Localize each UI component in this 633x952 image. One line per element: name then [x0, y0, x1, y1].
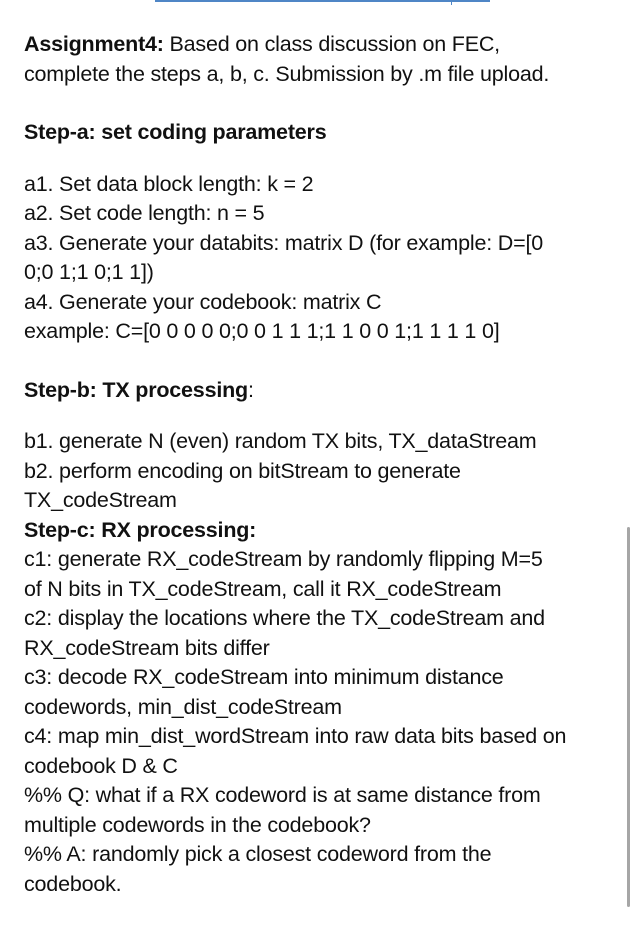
- assignment-title: Assignment4:: [24, 32, 164, 56]
- step-c-line: codebook.: [24, 871, 122, 896]
- assignment-document: Assignment4: Based on class discussion o…: [24, 30, 614, 899]
- step-b-line: b2. perform encoding on bitStream to gen…: [24, 458, 461, 483]
- step-a-line: example: C=[0 0 0 0 0;0 0 1 1 1;1 1 0 0 …: [24, 319, 500, 343]
- step-c-heading: Step-c: RX processing:: [24, 517, 257, 542]
- top-divider-tick: [451, 0, 452, 5]
- step-a-line: a3. Generate your databits: matrix D (fo…: [24, 230, 543, 255]
- top-divider: [155, 0, 490, 2]
- step-c-line: c3: decode RX_codeStream into minimum di…: [24, 665, 504, 689]
- step-b-heading: Step-b: TX processing: [24, 377, 248, 402]
- step-c-line: codebook D & C: [24, 753, 178, 778]
- step-a-line: a2. Set code length: n = 5: [24, 201, 265, 225]
- step-c-line: c1: generate RX_codeStream by randomly f…: [24, 547, 543, 571]
- step-c-line: codewords, min_dist_codeStream: [24, 694, 342, 719]
- step-a-line: a1. Set data block length: k = 2: [24, 171, 314, 196]
- step-b-line: TX_codeStream: [24, 488, 177, 512]
- assignment-intro-line-2: complete the steps a, b, c. Submission b…: [24, 61, 550, 86]
- step-c-line: %% Q: what if a RX codeword is at same d…: [24, 783, 541, 807]
- step-c-line: c2: display the locations where the TX_c…: [24, 606, 545, 630]
- step-c-line: %% A: randomly pick a closest codeword f…: [24, 842, 492, 866]
- step-b-heading-line: Step-b: TX processing:: [24, 376, 614, 406]
- step-b-line: b1. generate N (even) random TX bits, TX…: [24, 429, 537, 453]
- step-c-line: of N bits in TX_codeStream, call it RX_c…: [24, 576, 502, 601]
- step-a-line: a4. Generate your codebook: matrix C: [24, 289, 382, 314]
- step-a-heading: Step-a: set coding parameters: [24, 120, 327, 144]
- vertical-scrollbar[interactable]: [627, 527, 630, 907]
- assignment-intro-line-1: Assignment4: Based on class discussion o…: [24, 30, 614, 60]
- assignment-intro-text: Based on class discussion on FEC,: [163, 32, 501, 56]
- step-a-line: 0;0 1;1 0;1 1]): [24, 260, 154, 284]
- step-b-heading-suffix: :: [247, 377, 254, 402]
- step-c-line: RX_codeStream bits differ: [24, 635, 270, 660]
- step-c-line: c4: map min_dist_wordStream into raw dat…: [24, 724, 567, 748]
- step-c-line: multiple codewords in the codebook?: [24, 812, 371, 837]
